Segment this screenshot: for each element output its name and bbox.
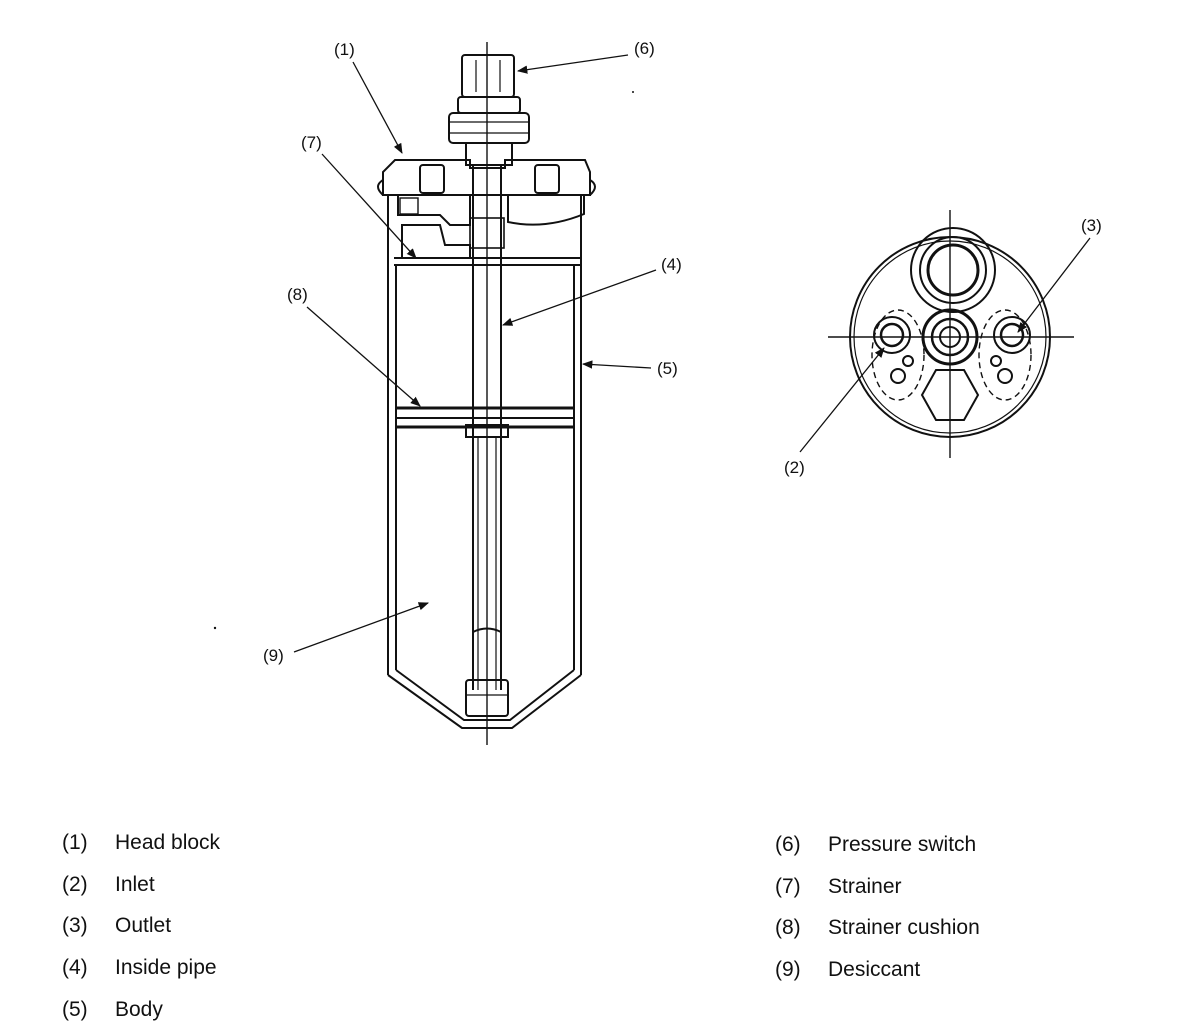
legend-number: (7) [775,875,801,898]
legend-number: (1) [62,831,88,854]
side-section-view [377,42,596,745]
leader-lines [293,54,1091,653]
legend-number: (2) [62,873,88,896]
leader-3 [1017,237,1091,333]
callout-6: (6) [634,39,655,58]
legend-number: (9) [775,958,801,981]
leader-7 [321,153,417,259]
legend-label: Body [115,998,163,1021]
callout-3: (3) [1081,216,1102,235]
legend-number: (8) [775,916,801,939]
inside-pipe-drawing [465,165,509,717]
legend-left: (1) Head block (2) Inlet (3) Outlet (4) … [62,830,462,1030]
legend-label: Desiccant [828,958,921,981]
legend-number: (3) [62,914,88,937]
legend-number: (5) [62,998,88,1021]
legend-label: Head block [115,831,221,854]
legend-label: Outlet [115,914,172,937]
strainer-cushion-drawing [396,406,574,438]
leader-8 [306,306,421,407]
legend-label: Strainer cushion [828,916,980,939]
body-outline [387,195,582,729]
legend-label: Pressure switch [828,833,977,856]
leader-4 [502,269,657,326]
callout-9: (9) [263,646,284,665]
callout-8: (8) [287,285,308,304]
receiver-drier-diagram: (1) (6) (7) (4) (5) (8) (9) (3) (2) [213,39,1102,745]
callout-7: (7) [301,133,322,152]
callout-1: (1) [334,40,355,59]
callout-2: (2) [784,458,805,477]
leader-9 [293,602,429,653]
callout-4: (4) [661,255,682,274]
end-view [828,210,1074,458]
legend-number: (4) [62,956,88,979]
leader-1 [352,61,403,154]
legend-label: Strainer [828,875,902,898]
legend-label: Inside pipe [115,956,217,979]
pressure-switch-drawing [448,54,530,166]
legend-label: Inlet [115,873,155,896]
speck [632,91,634,93]
leader-6 [516,54,629,74]
callout-5: (5) [657,359,678,378]
leader-5 [581,360,652,369]
callout-labels: (1) (6) (7) (4) (5) (8) (9) (3) (2) [263,39,1102,665]
legend-right: (6) Pressure switch (7) Strainer (8) Str… [775,832,1155,1002]
strainer-drawing [394,217,580,266]
legend-number: (6) [775,833,801,856]
speck [213,626,217,630]
leader-2 [799,347,885,453]
